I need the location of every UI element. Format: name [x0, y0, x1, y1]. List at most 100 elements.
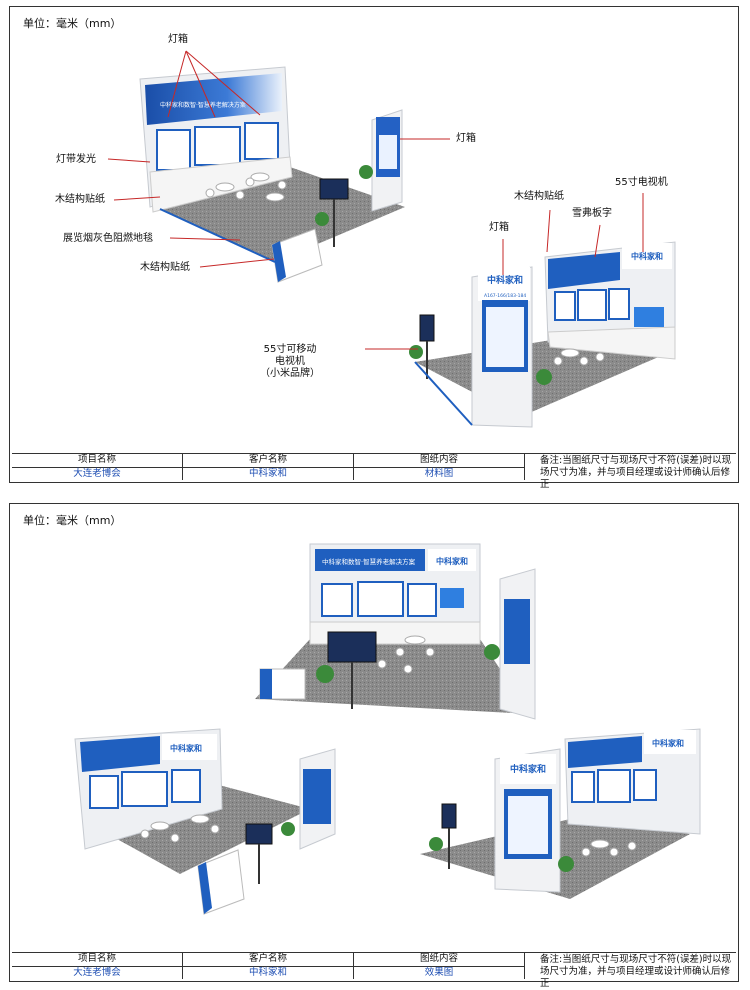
- plant-icon: [281, 822, 295, 836]
- desk-side: [198, 862, 212, 914]
- booth-view-right: 中科家和 中科家和 A167-166/183-184: [409, 241, 676, 428]
- header-client-name: 客户名称: [182, 953, 354, 967]
- panel-screen: [89, 775, 119, 809]
- tv-screen: [634, 307, 664, 327]
- render-left-view: 中科家和: [74, 728, 336, 915]
- header-banner: [145, 73, 282, 125]
- plant-icon: [409, 345, 423, 359]
- client-name: 中科家和: [182, 467, 354, 480]
- mobile-tv-screen: [441, 803, 457, 829]
- callout-snow-board-text: 雪弗板字: [572, 208, 612, 219]
- plant-icon: [359, 165, 373, 179]
- callout-lightbox: 灯箱: [489, 222, 509, 233]
- brand-logo-text: 中科家和: [652, 738, 684, 748]
- tower-brand-text: 中科家和: [487, 274, 523, 286]
- header-project-name: 项目名称: [12, 454, 183, 468]
- banner-headline: 中科家和数智·智慧养老解决方案: [160, 101, 246, 109]
- header-client-name: 客户名称: [182, 454, 354, 468]
- drawing-content: 材料图: [353, 467, 525, 480]
- panel-screen: [357, 581, 404, 617]
- tower-brand-text: 中科家和: [510, 763, 546, 775]
- carpet-floor: [255, 639, 530, 714]
- table-chairs: [140, 814, 220, 843]
- drawing-content: 效果图: [353, 966, 525, 979]
- brand-board: [428, 549, 476, 571]
- panel-screen: [577, 289, 607, 321]
- title-block-note: 备注:当图纸尺寸与现场尺寸不符(误差)时以现场尺寸为准，并与项目经理或设计师确认…: [540, 954, 732, 989]
- project-name: 大连老博会: [12, 966, 183, 979]
- client-name: 中科家和: [182, 966, 354, 979]
- desk-side: [272, 241, 286, 282]
- header-banner: [548, 252, 620, 289]
- booth-render-materials: 中科家和数智·智慧养老解决方案: [107, 50, 676, 428]
- project-name: 大连老博会: [12, 467, 183, 480]
- callout-carpet: 展览烟灰色阻燃地毯: [63, 233, 153, 244]
- panel-screen: [597, 769, 631, 803]
- callout-lightbox-right: 灯箱: [456, 133, 476, 144]
- booth-renderings: 中科家和数智·智慧养老解决方案 中科家和 中科: [74, 543, 701, 915]
- table-chairs: [377, 635, 435, 674]
- desk-side: [260, 669, 272, 699]
- plant-icon: [315, 212, 329, 226]
- tower-lightbox: [303, 769, 331, 824]
- tower-brand: [478, 267, 530, 301]
- brand-logo-text: 中科家和: [436, 556, 468, 566]
- base-edge: [414, 361, 473, 426]
- mobile-tv-screen: [419, 314, 435, 342]
- tower-poster: [508, 796, 548, 854]
- drawing-sheet-materials: 单位：毫米（mm） 中科家和数智·智慧养老解决方案: [9, 6, 739, 490]
- callout-led-strip: 灯带发光: [56, 154, 96, 165]
- plant-icon: [316, 665, 334, 683]
- brand-logo-text: 中科家和: [631, 251, 663, 261]
- callout-wood-sticker: 木结构贴纸: [140, 262, 190, 273]
- table-chairs: [581, 839, 637, 857]
- panel-screen: [171, 769, 201, 803]
- plant-icon: [429, 837, 443, 851]
- table-chairs: [205, 172, 287, 202]
- booth-number: A167-166/183-184: [484, 293, 526, 299]
- brand-board: [644, 730, 696, 754]
- booth-view-left: 中科家和数智·智慧养老解决方案: [139, 66, 405, 283]
- title-block: 项目名称 客户名称 图纸内容 大连老博会 中科家和 效果图 备注:当图纸尺寸与现…: [12, 952, 736, 989]
- header-drawing-content: 图纸内容: [353, 454, 525, 468]
- tv-screen: [440, 588, 464, 608]
- title-block-note: 备注:当图纸尺寸与现场尺寸不符(误差)时以现场尺寸为准，并与项目经理或设计师确认…: [540, 455, 732, 490]
- header-banner: [80, 736, 160, 772]
- header-drawing-content: 图纸内容: [353, 953, 525, 967]
- tower-poster: [379, 135, 397, 169]
- plant-icon: [558, 856, 574, 872]
- callout-tv-55: 55寸电视机: [615, 177, 668, 188]
- header-banner: [568, 736, 642, 768]
- header-project-name: 项目名称: [12, 953, 183, 967]
- callout-mobile-tv: 55寸可移动 电视机 （小米品牌）: [260, 344, 320, 379]
- table-chairs: [553, 348, 605, 366]
- title-block: 项目名称 客户名称 图纸内容 大连老博会 中科家和 材料图 备注:当图纸尺寸与现…: [12, 453, 736, 490]
- callout-leaders: [107, 50, 644, 350]
- callout-lightbox-top: 灯箱: [168, 34, 188, 45]
- unit-label: 单位：毫米（mm）: [23, 17, 122, 30]
- tv-screen: [327, 631, 377, 663]
- brand-logo-text: 中科家和: [170, 743, 202, 753]
- unit-label: 单位：毫米（mm）: [23, 514, 122, 527]
- banner-headline: 中科家和数智·智慧养老解决方案: [322, 557, 416, 566]
- panel-screen: [633, 769, 657, 801]
- panel-screen: [156, 129, 191, 171]
- callout-wood-sticker: 木结构贴纸: [55, 194, 105, 205]
- header-banner: [315, 549, 425, 571]
- panel-screen: [244, 122, 279, 160]
- base-edge: [159, 208, 276, 263]
- brand-board: [162, 734, 217, 760]
- panel-screen: [571, 771, 595, 803]
- plant-icon: [536, 369, 552, 385]
- drawing-sheet-renderings: 单位：毫米（mm） 中科家和数智·智慧养老解决方案 中科家和: [9, 503, 739, 989]
- panel-screen: [608, 288, 630, 320]
- tower-brand: [500, 754, 556, 784]
- tower-lightbox: [504, 599, 530, 664]
- brand-board: [622, 243, 672, 269]
- panel-screen: [321, 583, 353, 617]
- panel-screen: [407, 583, 437, 617]
- wall-cabinets: [547, 326, 676, 360]
- panel-screen: [194, 126, 241, 166]
- tower-poster: [486, 307, 524, 367]
- render-front-view: 中科家和数智·智慧养老解决方案 中科家和: [255, 543, 536, 720]
